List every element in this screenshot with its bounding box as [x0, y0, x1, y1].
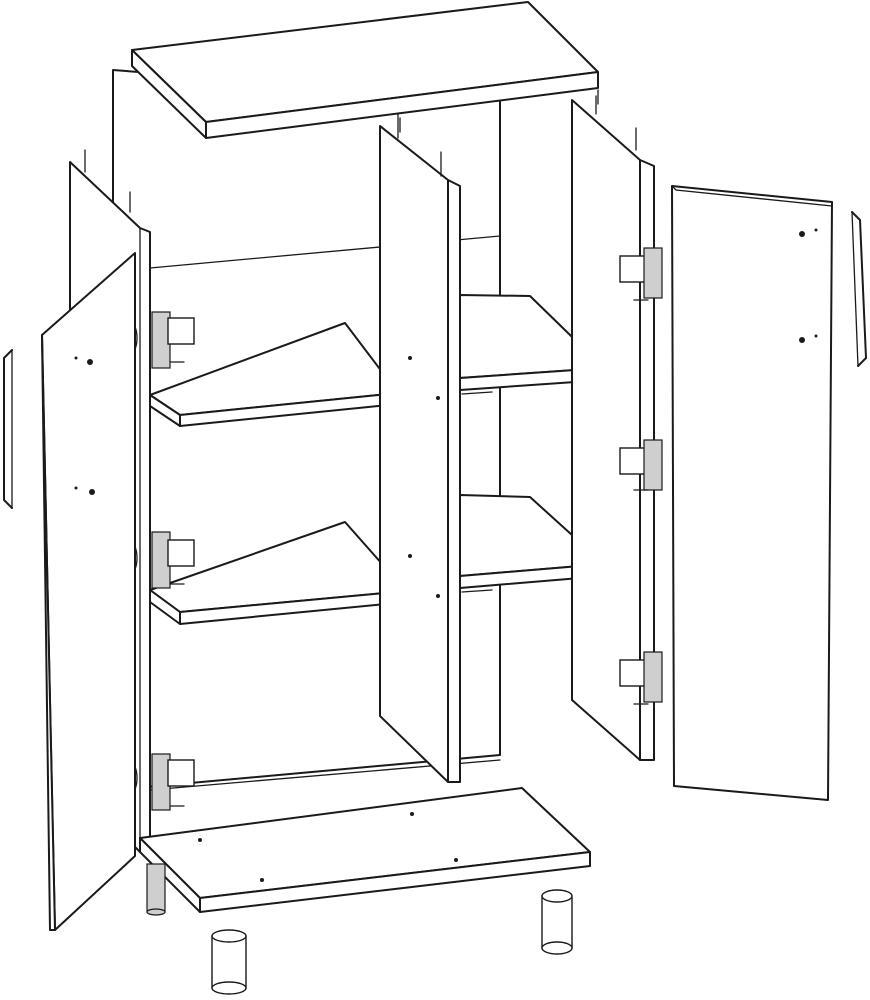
leg-front-left: [211, 929, 247, 995]
right-handle: [851, 211, 867, 367]
center-divider-panel: [379, 113, 461, 783]
left-handle: [3, 349, 13, 509]
top-panel: [131, 1, 599, 139]
hinge-screws: [169, 299, 649, 807]
bottom-panel: [139, 787, 591, 913]
leg-front-right: [541, 889, 573, 955]
right-door: [671, 185, 833, 801]
left-door: [41, 252, 136, 931]
leg-back-left: [146, 863, 166, 916]
